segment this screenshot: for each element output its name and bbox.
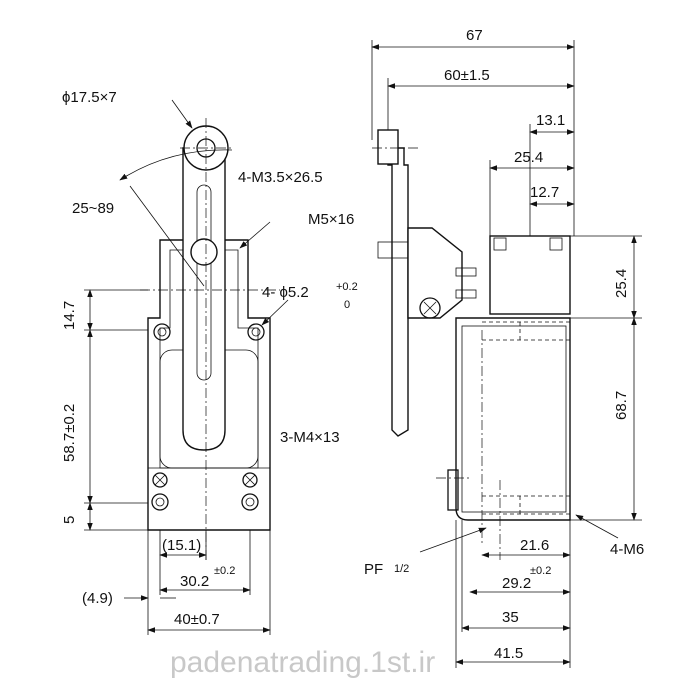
front-m5-label: M5×16 <box>308 211 354 228</box>
front-tol-upper: +0.2 <box>336 281 358 293</box>
front-width-hole: 30.2 <box>180 573 209 590</box>
lever-slot <box>196 184 212 381</box>
front-mount-screw-label: 3-M4×13 <box>280 429 340 446</box>
side-body <box>455 317 571 521</box>
side-height-body: 68.7 <box>613 391 630 420</box>
side-head-screw <box>419 297 441 319</box>
front-offset: (4.9) <box>82 590 113 607</box>
side-shaft <box>377 241 409 259</box>
side-d216: 21.6 <box>520 537 549 554</box>
side-conduit-label: PF <box>364 561 383 578</box>
side-d254: 25.4 <box>514 149 543 166</box>
side-d127: 12.7 <box>530 184 559 201</box>
front-height-bottom: 5 <box>61 516 78 524</box>
front-roller-label: ϕ17.5×7 <box>62 89 117 106</box>
side-tap: 4-M6 <box>610 541 644 558</box>
front-lug-hole-left-inner <box>157 327 167 337</box>
front-width-hole-tol: ±0.2 <box>214 565 235 577</box>
front-lug-hole-right <box>247 323 265 341</box>
side-conduit <box>447 469 459 511</box>
angle-arc <box>119 149 233 181</box>
front-height-mid: 58.7±0.2 <box>61 404 78 462</box>
side-top-block <box>489 235 571 315</box>
lever-hub <box>190 238 218 266</box>
front-lug-hole-left <box>153 323 171 341</box>
side-lever-plate <box>387 147 409 437</box>
side-head <box>407 227 463 319</box>
front-height-top: 14.7 <box>61 301 78 330</box>
front-lever-screw-label: 4-M3.5×26.5 <box>238 169 323 186</box>
side-conduit-size: 1/2 <box>394 563 409 575</box>
front-hole-label: 4- ϕ5.2 <box>262 284 309 301</box>
front-width-total: 40±0.7 <box>174 611 220 628</box>
side-height-top: 25.4 <box>613 269 630 298</box>
side-connector-a <box>455 267 477 277</box>
front-width-inner: (15.1) <box>162 537 201 554</box>
side-overall: 67 <box>466 27 483 44</box>
side-length: 60±1.5 <box>444 67 490 84</box>
side-roller <box>377 129 399 165</box>
side-d131: 13.1 <box>536 112 565 129</box>
front-screw-br <box>242 472 258 488</box>
side-view <box>371 40 642 668</box>
side-connector-b <box>455 289 477 299</box>
front-lug-hole-right-inner <box>251 327 261 337</box>
front-tol-lower: 0 <box>344 299 350 311</box>
front-hole-bl <box>151 493 169 511</box>
side-d35: 35 <box>502 609 519 626</box>
side-d292-tol: ±0.2 <box>530 565 551 577</box>
front-view <box>84 99 289 635</box>
front-screw-bl <box>152 472 168 488</box>
lever-arm <box>182 147 226 451</box>
watermark: padenatrading.1st.ir <box>170 646 435 679</box>
side-d292: 29.2 <box>502 575 531 592</box>
front-angle-label: 25~89 <box>72 200 114 217</box>
side-d415: 41.5 <box>494 645 523 662</box>
front-hole-br <box>241 493 259 511</box>
